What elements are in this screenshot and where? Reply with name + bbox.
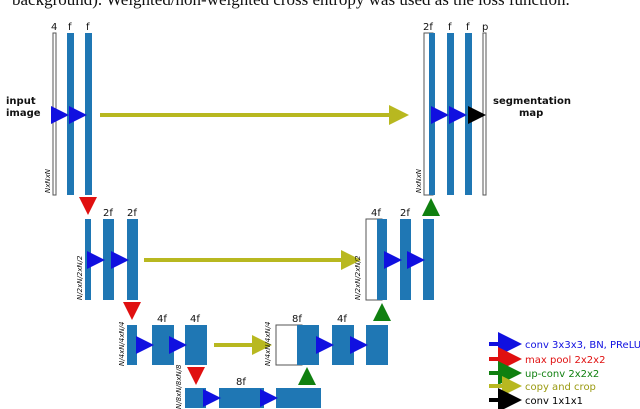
input-label-line2: image bbox=[6, 108, 41, 119]
dim-level1-left: NxNxN bbox=[44, 168, 52, 193]
enc3-pooled-block bbox=[127, 325, 137, 365]
label-dec1-concat: 2f bbox=[423, 22, 433, 33]
dec1-block-b bbox=[465, 33, 472, 195]
label-in-channels: 4 bbox=[51, 22, 57, 33]
label-out-channels: p bbox=[482, 22, 488, 33]
dec3-up-block bbox=[297, 325, 319, 365]
input-block bbox=[52, 32, 57, 196]
label-enc2b: 2f bbox=[127, 208, 137, 219]
label-enc1b: f bbox=[86, 22, 90, 33]
label-bottleneck: 8f bbox=[236, 377, 246, 388]
enc1-block-b bbox=[85, 33, 92, 195]
legend-conv-label: conv 3x3x3, BN, PReLU bbox=[525, 340, 640, 351]
enc3-block-b bbox=[185, 325, 207, 365]
dec3-block-b bbox=[366, 325, 388, 365]
legend-copy-label: copy and crop bbox=[525, 382, 596, 393]
input-label-line1: input bbox=[6, 96, 36, 107]
dim-level3-left: N/4xN/4xN/4 bbox=[118, 322, 126, 366]
dim-level4: N/8xN/8xN/8 bbox=[175, 364, 183, 409]
enc1-block-a bbox=[67, 33, 74, 195]
dec3-block-a bbox=[332, 325, 354, 365]
dec2-block-a bbox=[400, 219, 411, 300]
label-dec3-concat: 8f bbox=[292, 314, 302, 325]
dec1-up-block bbox=[429, 33, 435, 195]
caption-text: background). Weighted/non-weighted cross… bbox=[0, 0, 640, 12]
output-label-line1: segmentation bbox=[493, 96, 571, 107]
dim-level1-right: NxNxN bbox=[415, 168, 423, 193]
bottleneck-block-b bbox=[276, 388, 321, 408]
bottleneck-block-a bbox=[219, 388, 264, 408]
dim-level2-right: N/2xN/2xN/2 bbox=[354, 255, 362, 300]
enc3-block-a bbox=[152, 325, 174, 365]
bottleneck-pooled-block bbox=[185, 388, 206, 408]
dim-level2-left: N/2xN/2xN/2 bbox=[76, 255, 84, 300]
legend-final-label: conv 1x1x1 bbox=[525, 396, 583, 407]
dec1-block-a bbox=[447, 33, 454, 195]
dec2-block-b bbox=[423, 219, 434, 300]
output-block bbox=[482, 32, 487, 196]
label-dec2-concat: 4f bbox=[371, 208, 381, 219]
label-dec1a: f bbox=[448, 22, 452, 33]
label-dec1b: f bbox=[466, 22, 470, 33]
legend-pool-label: max pool 2x2x2 bbox=[525, 355, 605, 366]
dim-level3-right: N/4xN/4xN/4 bbox=[264, 322, 272, 366]
label-enc3b: 4f bbox=[190, 314, 200, 325]
enc2-pooled-block bbox=[85, 219, 91, 300]
label-enc3a: 4f bbox=[157, 314, 167, 325]
enc2-block-a bbox=[103, 219, 114, 300]
enc2-block-b bbox=[127, 219, 138, 300]
label-enc2a: 2f bbox=[103, 208, 113, 219]
legend: conv 3x3x3, BN, PReLU max pool 2x2x2 up-… bbox=[489, 332, 640, 409]
dec2-up-block bbox=[377, 219, 387, 300]
label-dec2a: 2f bbox=[400, 208, 410, 219]
legend-upconv-label: up-conv 2x2x2 bbox=[525, 369, 599, 380]
label-enc1a: f bbox=[68, 22, 72, 33]
output-label-line2: map bbox=[519, 108, 543, 119]
label-dec3a: 4f bbox=[337, 314, 347, 325]
